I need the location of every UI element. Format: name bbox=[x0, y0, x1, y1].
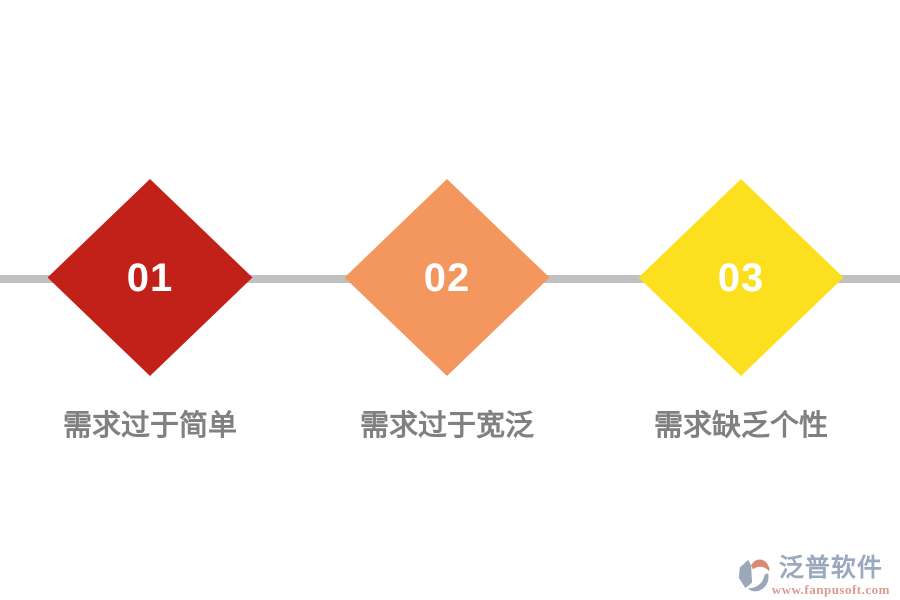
fanpu-url: www.fanpusoft.com bbox=[771, 582, 890, 597]
timeline-item-01: 01 需求过于简单 bbox=[0, 179, 300, 444]
fanpu-logo-icon bbox=[738, 559, 770, 592]
step-label-01: 需求过于简单 bbox=[62, 410, 237, 442]
fanpu-watermark-text: 泛普软件 www.fanpusoft.com bbox=[772, 554, 890, 597]
timeline-item-02: 02 需求过于宽泛 bbox=[297, 179, 597, 444]
step-label-02: 需求过于宽泛 bbox=[359, 410, 534, 442]
step-number-01: 01 bbox=[126, 255, 174, 300]
timeline-item-03: 03 需求缺乏个性 bbox=[591, 179, 891, 444]
diamond-shape-03: 03 bbox=[638, 179, 844, 376]
diamond-shape-01: 01 bbox=[47, 179, 253, 376]
step-number-02: 02 bbox=[423, 255, 471, 300]
fanpu-brand-name: 泛普软件 bbox=[778, 554, 883, 582]
diamond-shape-02: 02 bbox=[344, 179, 550, 376]
fanpu-watermark: 泛普软件 www.fanpusoft.com bbox=[736, 554, 890, 597]
step-label-03: 需求缺乏个性 bbox=[653, 410, 828, 442]
step-number-03: 03 bbox=[717, 255, 765, 300]
